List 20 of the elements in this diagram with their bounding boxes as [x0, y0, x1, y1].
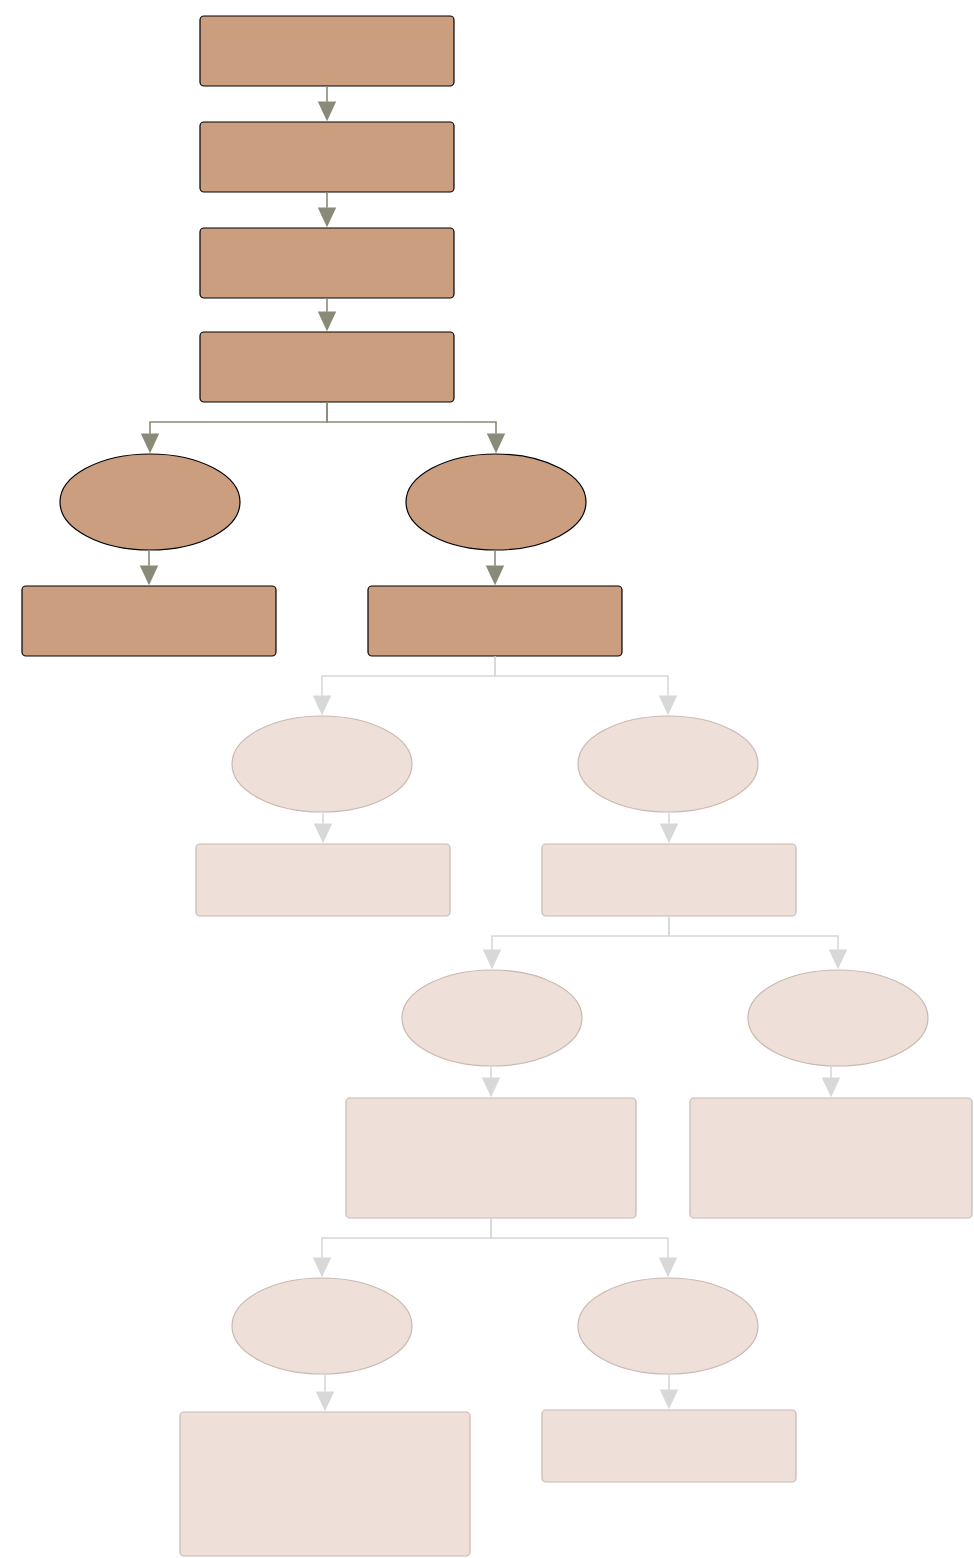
- decision-ellipse: [59, 453, 241, 551]
- process-box: [21, 585, 277, 657]
- process-box: [345, 1097, 637, 1219]
- process-box: [199, 15, 455, 87]
- process-box: [541, 843, 797, 917]
- decision-ellipse: [747, 969, 929, 1067]
- process-box: [367, 585, 623, 657]
- decision-ellipse: [577, 715, 759, 813]
- process-box: [689, 1097, 973, 1219]
- process-box: [179, 1411, 471, 1557]
- decision-ellipse: [577, 1277, 759, 1375]
- decision-ellipse: [231, 715, 413, 813]
- decision-ellipse: [401, 969, 583, 1067]
- process-box: [541, 1409, 797, 1483]
- decision-ellipse: [405, 453, 587, 551]
- process-box: [199, 331, 455, 403]
- process-box: [195, 843, 451, 917]
- decision-ellipse: [231, 1277, 413, 1375]
- process-box: [199, 121, 455, 193]
- process-box: [199, 227, 455, 299]
